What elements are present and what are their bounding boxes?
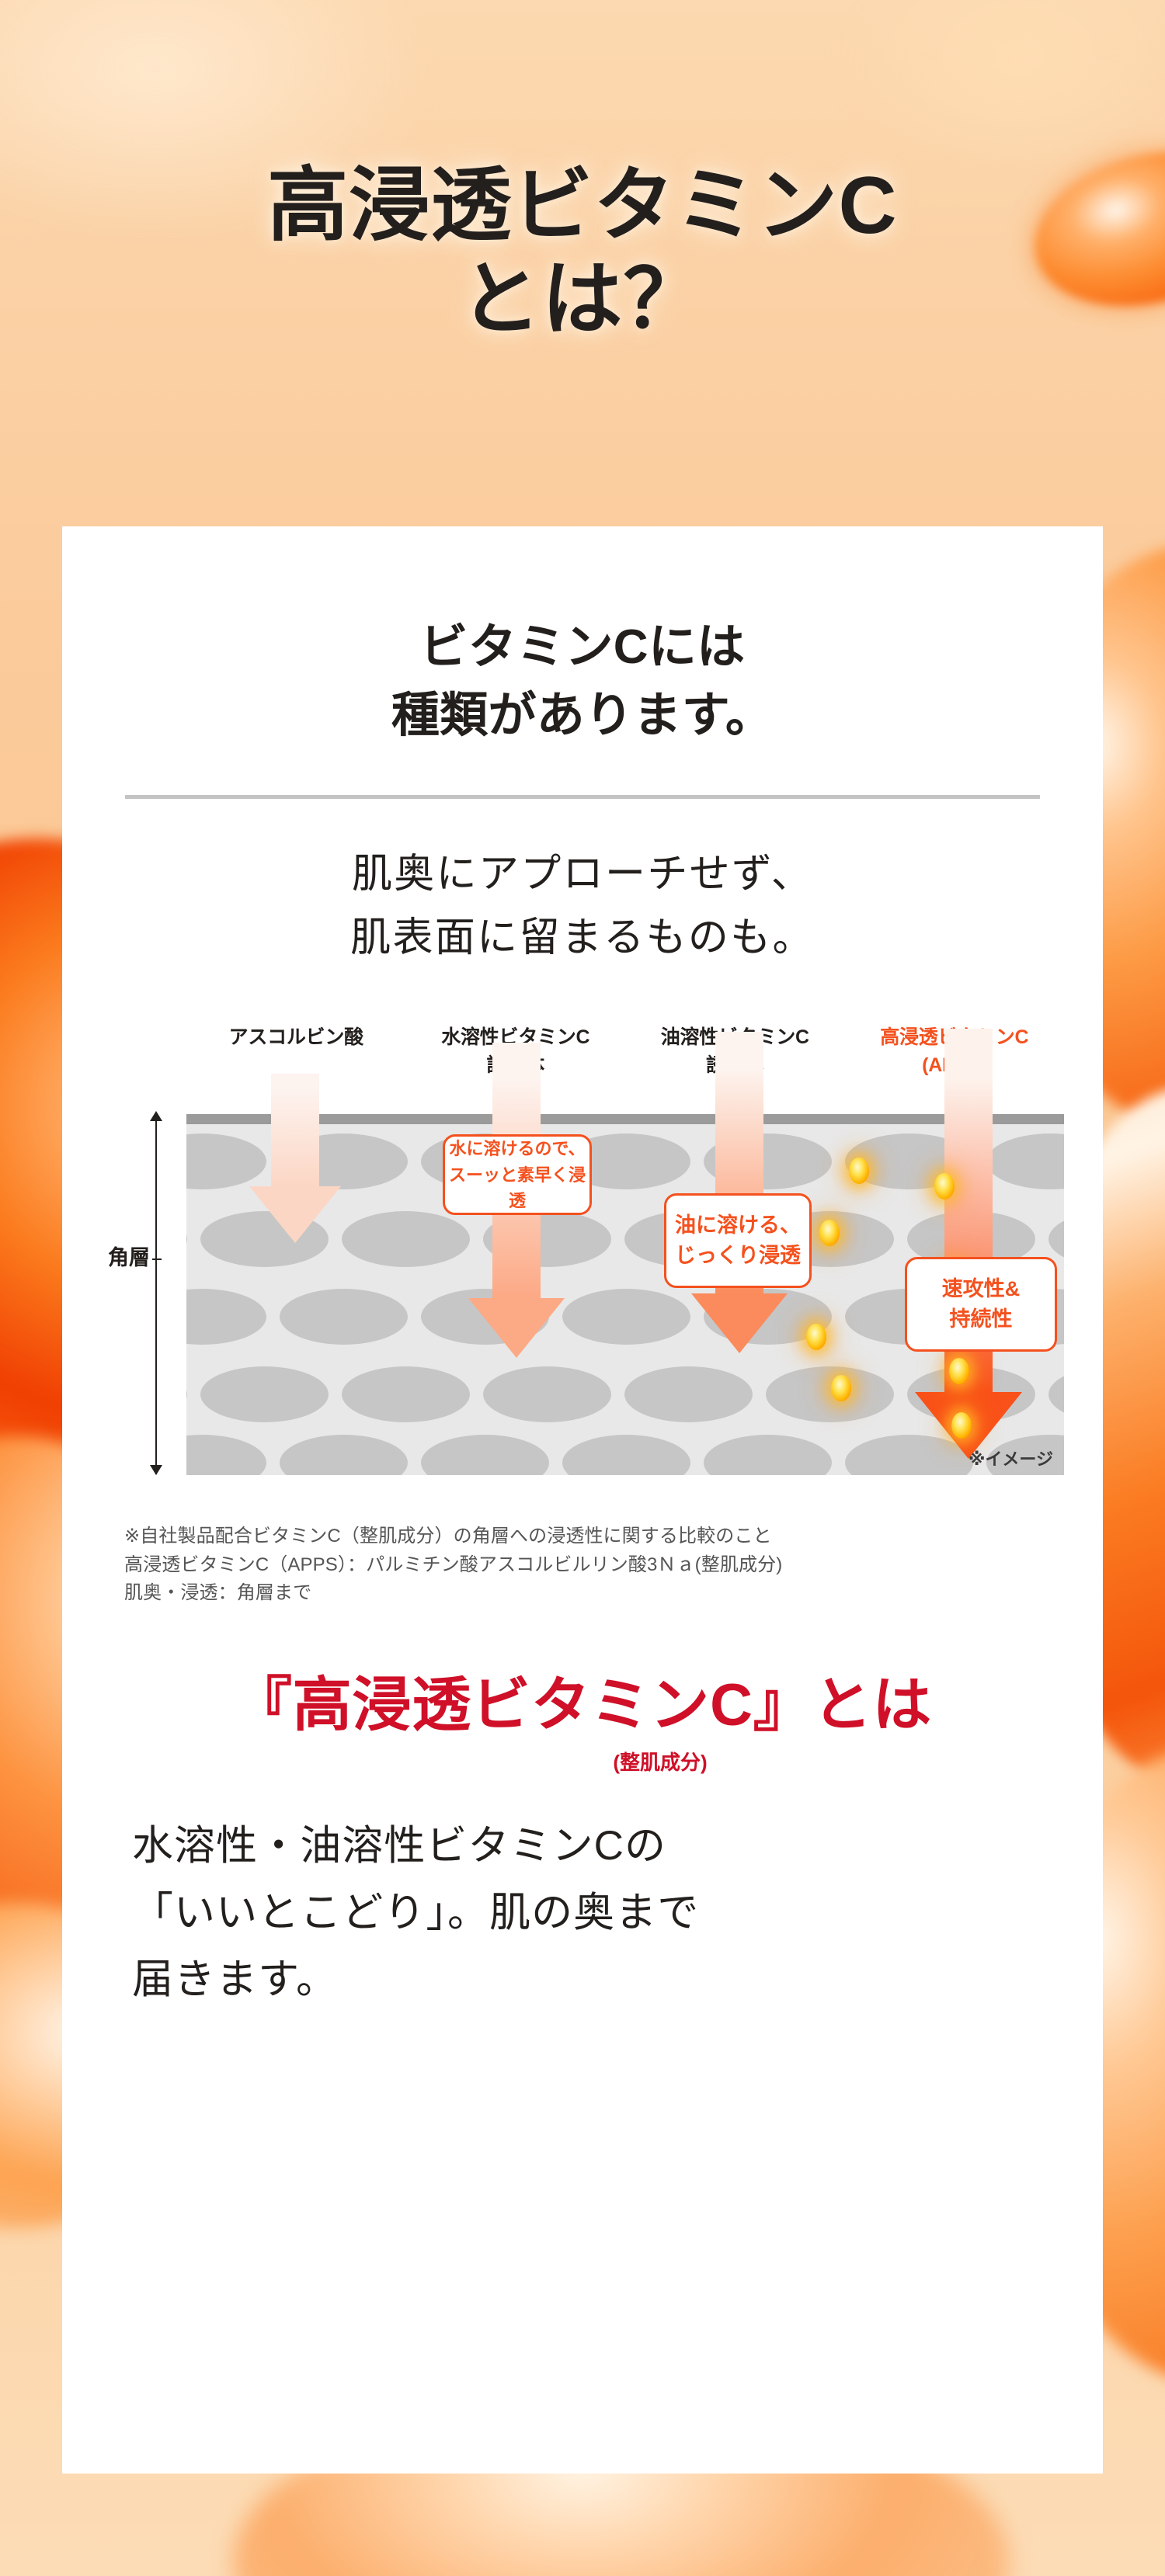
apps-particle: [819, 1220, 840, 1247]
apps-particle: [831, 1375, 851, 1402]
corneocyte-cell: [342, 1366, 470, 1423]
corneocyte-cell: [186, 1289, 266, 1345]
apps-particle: [934, 1173, 955, 1200]
corneocyte-cell: [186, 1435, 266, 1476]
headline-note: (整肌成分): [613, 1751, 708, 1775]
image-disclaimer-note: ※イメージ: [969, 1449, 1053, 1470]
corneocyte-cell: [624, 1366, 753, 1423]
corneocyte-cell: [421, 1435, 549, 1476]
apps-particle: [951, 1412, 972, 1439]
arrow-head-icon: [468, 1298, 565, 1359]
corneocyte-cell: [1048, 1366, 1064, 1423]
penetration-arrow-oil-soluble: [691, 1032, 788, 1354]
corneocyte-cell: [342, 1211, 470, 1268]
axis-line: [155, 1116, 157, 1475]
apps-particle: [949, 1358, 969, 1385]
closing-copy: 水溶性・油溶性ビタミンCの 「いいとこどり」。肌の奥まで 届きます。: [132, 1823, 700, 2003]
card-heading: ビタミンCには 種類があります。: [391, 620, 774, 743]
corneocyte-cell: [186, 1211, 187, 1268]
axis-tick: [152, 1258, 162, 1261]
headline-block: 『高浸透ビタミンC』とは (整肌成分): [62, 1673, 1103, 1776]
penetration-arrow-ascorbic-acid: [249, 1074, 341, 1244]
headline-main: 『高浸透ビタミンC』とは: [232, 1672, 932, 1738]
penetration-arrow-apps: [915, 1029, 1022, 1460]
callout-apps: 速攻性& 持続性: [905, 1257, 1057, 1352]
corneocyte-cell: [704, 1435, 832, 1476]
arrow-head-icon: [691, 1293, 788, 1354]
corneocyte-cell: [280, 1435, 408, 1476]
corneocyte-cell: [562, 1435, 690, 1476]
corneocyte-cell: [200, 1366, 329, 1423]
corneocyte-cell: [186, 1366, 187, 1423]
apps-particle: [849, 1158, 869, 1185]
corneocyte-cell: [766, 1366, 894, 1423]
callout-water-soluble: 水に溶けるので、 スーッと素早く浸透: [443, 1134, 592, 1216]
corneocyte-cell: [483, 1366, 611, 1423]
penetration-diagram: アスコルビン酸 水溶性ビタミンC 誘導体 油溶性ビタミンC 誘導体 高浸透ビタミ…: [101, 1024, 1064, 1505]
skin-surface-band: [186, 1114, 1064, 1125]
diagram-caption-ascorbic-acid: アスコルビン酸: [228, 1026, 364, 1049]
apps-particle: [806, 1324, 826, 1351]
callout-oil-soluble: 油に溶ける、 じっくり浸透: [664, 1193, 812, 1289]
arrow-head-icon: [249, 1186, 341, 1244]
axis-label-stratum-corneum: 角層: [108, 1246, 150, 1270]
heading-divider: [125, 795, 1040, 800]
axis-arrow-down-icon: [150, 1465, 162, 1476]
arrow-shaft: [271, 1074, 319, 1187]
page-title: 高浸透ビタミンC とは？: [267, 161, 898, 345]
corneocyte-cell: [280, 1289, 408, 1345]
corneocyte-cell: [562, 1289, 690, 1345]
diagram-footnote: ※自社製品配合ビタミンC（整肌成分）の角層への浸透性に関する比較のこと 高浸透ビ…: [124, 1526, 783, 1604]
content-card: ビタミンCには 種類があります。 肌奥にアプローチせず、 肌表面に留まるものも。…: [62, 526, 1103, 2474]
card-subheading: 肌奥にアプローチせず、 肌表面に留まるものも。: [350, 852, 815, 961]
